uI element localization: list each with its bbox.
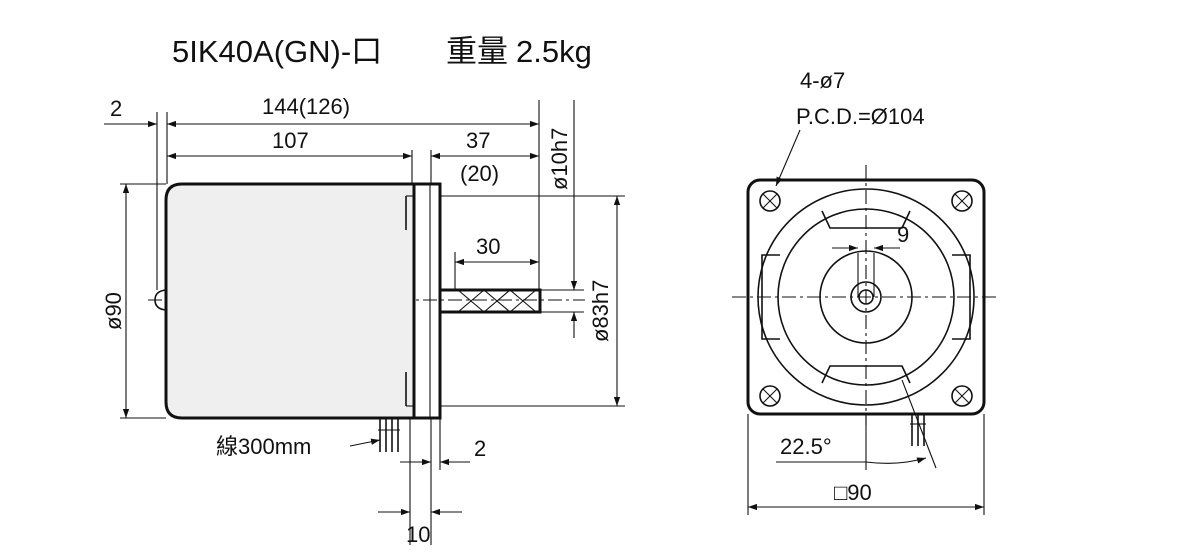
dim-body-dia: ø90 — [101, 292, 126, 330]
holes-label: 4-ø7 — [800, 68, 845, 93]
lead-wire — [378, 418, 400, 452]
weight-label: 重量 — [446, 34, 508, 69]
front-notched-ring — [761, 210, 971, 384]
rear-bump — [154, 289, 167, 311]
mounting-hole-br — [951, 385, 973, 407]
dim-shaft-key: 30 — [476, 234, 500, 259]
dim-shaft-total: 37 — [466, 128, 490, 153]
dim-body: 107 — [272, 128, 309, 153]
shaft-key-hatch — [457, 289, 537, 313]
flange — [412, 182, 442, 420]
model-number: 5IK40A(GN)-口 — [172, 34, 382, 69]
dim-overall: 144(126) — [262, 94, 350, 119]
dim-shaft-total-alt: (20) — [460, 161, 499, 186]
dim-pilot-dia: ø83h7 — [588, 280, 613, 342]
dim-flange-thk: 2 — [474, 436, 486, 461]
dim-shaft-dia: ø10h7 — [547, 128, 572, 190]
mounting-hole-tl — [759, 190, 781, 212]
mounting-hole-tr — [951, 190, 973, 212]
dim-angle: 22.5° — [780, 434, 832, 459]
motor-body — [164, 182, 416, 420]
pcd-label: P.C.D.=Ø104 — [796, 104, 925, 129]
lead-wire-label: 線300mm — [216, 434, 311, 459]
front-hub — [819, 250, 913, 344]
weight-value: 2.5kg — [516, 34, 592, 69]
dim-flange-width: 10 — [406, 522, 430, 547]
front-outer-circle — [757, 188, 975, 406]
side-view: 線300mm 2 144(126) 107 37 (20) 30 — [101, 94, 625, 547]
dim-square: □90 — [834, 480, 872, 505]
front-lead-wire — [910, 414, 926, 446]
front-view: 4-ø7 P.C.D.=Ø104 9 22.5° □90 — [732, 68, 1000, 515]
shaft — [438, 288, 542, 314]
dim-key-width: 9 — [897, 222, 909, 247]
mounting-hole-bl — [759, 385, 781, 407]
dim-flange-gap: 2 — [110, 96, 122, 121]
drawing-title: 5IK40A(GN)-口 重量 2.5kg — [172, 34, 592, 69]
